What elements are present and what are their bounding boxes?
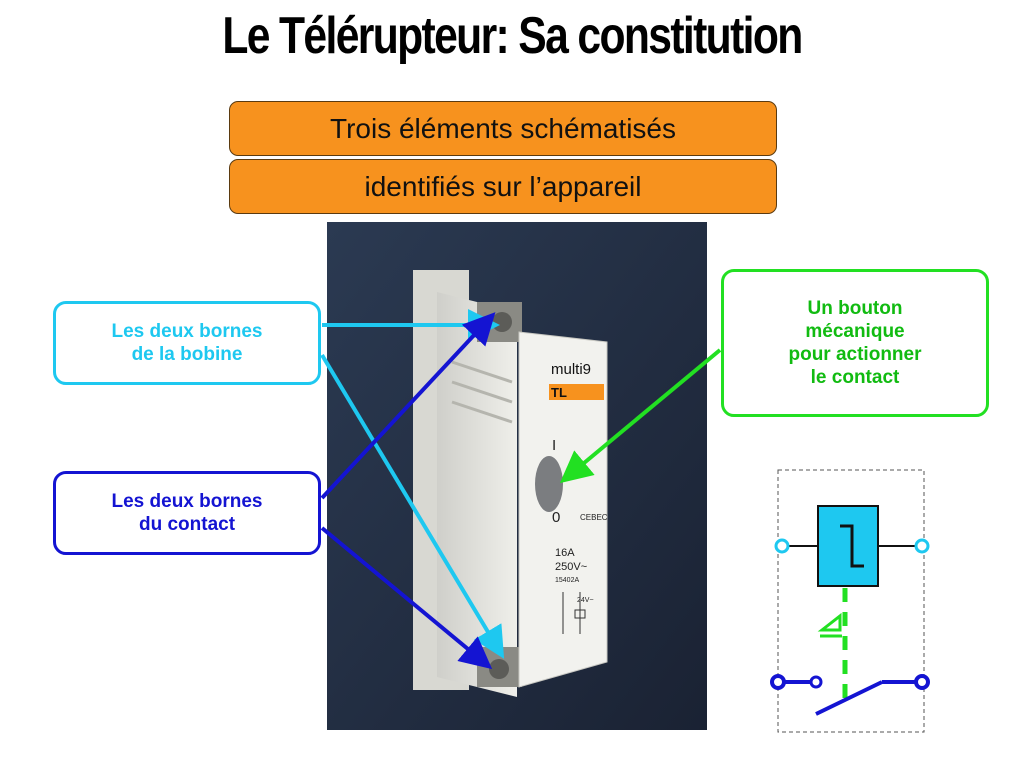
impulse-symbol [840, 524, 864, 568]
telerupteur-schematic [770, 469, 930, 733]
banner-identified-text: identifiés sur l’appareil [364, 170, 642, 202]
position-off-label: 0 [552, 509, 560, 526]
label-bobine-text: Les deux bornes de la bobine [111, 321, 263, 365]
coil-terminal-right [914, 538, 930, 554]
banner-elements: Trois éléments schématisés [229, 101, 777, 156]
contact-switch-blade [815, 680, 883, 716]
wiring-diagram-icon [562, 592, 586, 634]
mechanical-button [535, 456, 563, 512]
coil-symbol [817, 505, 879, 587]
rating-voltage: 250V~ [555, 561, 587, 573]
label-contact-text: Les deux bornes du contact [111, 491, 263, 535]
label-bouton: Un bouton mécanique pour actionner le co… [721, 269, 989, 417]
contact-terminal-right [914, 674, 930, 690]
cert-label: CEBEC [580, 513, 608, 522]
schematic-frame [777, 469, 925, 733]
rating-current: 16A [555, 547, 575, 559]
ref-label: 15402A [555, 577, 579, 584]
link-symbol [817, 612, 842, 632]
brand-label: multi9 [551, 361, 591, 378]
label-bobine: Les deux bornes de la bobine [53, 301, 321, 385]
banner-identified: identifiés sur l’appareil [229, 159, 777, 214]
model-label: TL [551, 385, 567, 400]
device-photo: multi9 TL I 0 CEBEC 16A 250V~ 15402A 24V… [327, 222, 707, 730]
contact-terminal-left [770, 674, 786, 690]
coil-terminal-left [774, 538, 790, 554]
label-contact: Les deux bornes du contact [53, 471, 321, 555]
coil-voltage-label: 24V~ [577, 597, 594, 604]
slide-title: Le Télérupteur: Sa constitution [222, 7, 803, 65]
bottom-screw [489, 659, 509, 679]
banner-elements-text: Trois éléments schématisés [330, 112, 676, 144]
label-bouton-text: Un bouton mécanique pour actionner le co… [788, 298, 922, 388]
top-screw [492, 312, 512, 332]
contact-pivot [809, 675, 823, 689]
position-on-label: I [552, 437, 556, 454]
device-side [437, 292, 517, 697]
